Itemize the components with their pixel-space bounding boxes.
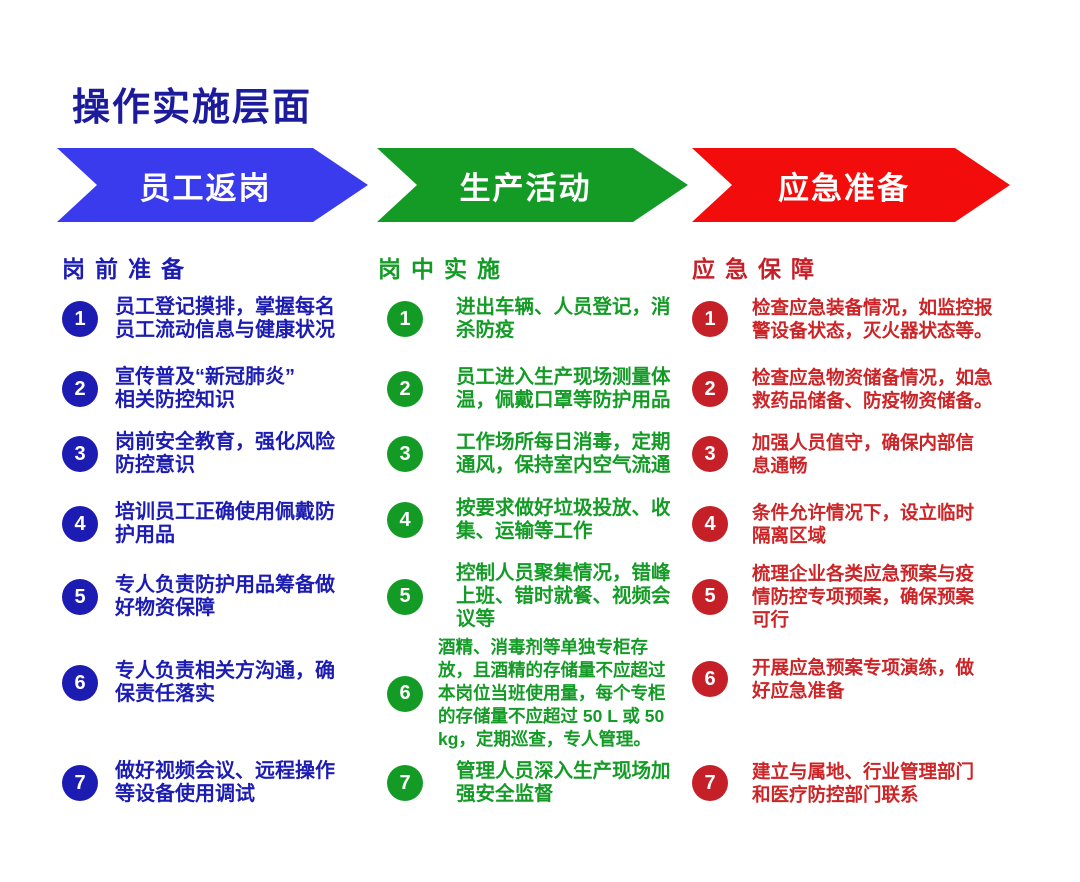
step-text: 岗前安全教育，强化风险 防控意识 [115, 431, 335, 476]
step-text: 工作场所每日消毒，定期 通风，保持室内空气流通 [456, 431, 671, 476]
step-number-badge: 1 [692, 301, 728, 337]
list-item: 2 员工进入生产现场测量体 温，佩戴口罩等防护用品 [387, 366, 696, 412]
step-number-badge: 2 [62, 371, 98, 407]
step-number-badge: 4 [387, 502, 423, 538]
list-item: 7 做好视频会议、远程操作 等设备使用调试 [62, 760, 353, 806]
list-item: 3 加强人员值守，确保内部信 息通畅 [692, 431, 1000, 477]
step-number-badge: 7 [62, 765, 98, 801]
step-text: 开展应急预案专项演练，做 好应急准备 [752, 657, 975, 701]
page-title: 操作实施层面 [72, 87, 313, 129]
list-item: 1 员工登记摸排，掌握每名 员工流动信息与健康状况 [62, 296, 353, 342]
step-text: 培训员工正确使用佩戴防 护用品 [115, 501, 335, 546]
step-text: 员工登记摸排，掌握每名 员工流动信息与健康状况 [115, 296, 335, 341]
step-number-badge: 4 [692, 506, 728, 542]
list-item: 7 建立与属地、行业管理部门 和医疗防控部门联系 [692, 760, 1000, 806]
step-number-badge: 2 [692, 371, 728, 407]
step-number-badge: 1 [62, 301, 98, 337]
step-text: 酒精、消毒剂等单独专柜存 放，且酒精的存储量不应超过 本岗位当班使用量，每个专柜… [438, 637, 666, 749]
step-number-badge: 6 [62, 665, 98, 701]
stage-banner-label: 生产活动 [459, 170, 592, 206]
step-text: 管理人员深入生产现场加 强安全监督 [456, 760, 671, 805]
step-text: 宣传普及“新冠肺炎” 相关防控知识 [115, 366, 295, 411]
step-number-badge: 2 [387, 371, 423, 407]
list-item: 6 酒精、消毒剂等单独专柜存 放，且酒精的存储量不应超过 本岗位当班使用量，每个… [387, 636, 694, 751]
step-text: 加强人员值守，确保内部信 息通畅 [752, 432, 975, 476]
step-number-badge: 4 [62, 506, 98, 542]
column-pre-job-preparation: 岗前准备 1 员工登记摸排，掌握每名 员工流动信息与健康状况 2 宣传普及“新冠… [62, 0, 362, 882]
list-item: 5 控制人员聚集情况，错峰 上班、错时就餐、视频会 议等 [387, 562, 696, 631]
step-number-badge: 5 [692, 578, 728, 615]
column-emergency-support: 应急保障 1 检查应急装备情况，如监控报 警设备状态，灭火器状态等。 2 检查应… [692, 0, 1012, 882]
list-item: 2 检查应急物资储备情况，如急 救药品储备、防疫物资储备。 [692, 366, 1000, 412]
list-item: 3 岗前安全教育，强化风险 防控意识 [62, 431, 353, 477]
column-header: 岗前准备 [62, 256, 194, 282]
list-item: 1 检查应急装备情况，如监控报 警设备状态，灭火器状态等。 [692, 296, 1000, 342]
step-text: 梳理企业各类应急预案与疫 情防控专项预案，确保预案 可行 [752, 563, 975, 630]
step-text: 检查应急物资储备情况，如急 救药品储备、防疫物资储备。 [752, 367, 993, 411]
list-item: 5 专人负责防护用品筹备做 好物资保障 [62, 574, 353, 620]
list-item: 1 进出车辆、人员登记，消 杀防疫 [387, 296, 696, 342]
list-item: 6 专人负责相关方沟通，确 保责任落实 [62, 660, 353, 706]
step-text: 按要求做好垃圾投放、收 集、运输等工作 [456, 497, 671, 542]
column-on-job-implementation: 岗中实施 1 进出车辆、人员登记，消 杀防疫 2 员工进入生产现场测量体 温，佩… [378, 0, 684, 882]
step-number-badge: 3 [387, 436, 423, 472]
list-item: 3 工作场所每日消毒，定期 通风，保持室内空气流通 [387, 431, 696, 477]
column-header: 岗中实施 [378, 256, 510, 282]
step-number-badge: 5 [387, 578, 423, 615]
step-text: 进出车辆、人员登记，消 杀防疫 [456, 296, 671, 341]
step-text: 检查应急装备情况，如监控报 警设备状态，灭火器状态等。 [752, 297, 993, 341]
stage-banner-label: 员工返岗 [139, 170, 272, 206]
list-item: 4 按要求做好垃圾投放、收 集、运输等工作 [387, 497, 696, 543]
step-number-badge: 7 [692, 765, 728, 801]
stage-banner-emergency-preparedness: 应急准备 [692, 148, 1010, 222]
list-item: 5 梳理企业各类应急预案与疫 情防控专项预案，确保预案 可行 [692, 562, 1000, 631]
list-item: 4 条件允许情况下，设立临时 隔离区域 [692, 501, 1000, 547]
step-text: 做好视频会议、远程操作 等设备使用调试 [115, 760, 335, 805]
list-item: 6 开展应急预案专项演练，做 好应急准备 [692, 656, 1000, 702]
column-header: 应急保障 [692, 256, 824, 282]
step-number-badge: 3 [692, 436, 728, 472]
step-text: 专人负责相关方沟通，确 保责任落实 [115, 660, 335, 705]
step-text: 建立与属地、行业管理部门 和医疗防控部门联系 [752, 761, 975, 805]
step-number-badge: 3 [62, 436, 98, 472]
list-item: 4 培训员工正确使用佩戴防 护用品 [62, 501, 353, 547]
step-text: 专人负责防护用品筹备做 好物资保障 [115, 574, 335, 619]
stage-banner-label: 应急准备 [778, 170, 910, 206]
step-number-badge: 7 [387, 765, 423, 801]
stage-banner-production-activity: 生产活动 [377, 148, 688, 222]
step-text: 控制人员聚集情况，错峰 上班、错时就餐、视频会 议等 [456, 562, 671, 630]
list-item: 2 宣传普及“新冠肺炎” 相关防控知识 [62, 366, 353, 412]
step-number-badge: 6 [387, 675, 423, 712]
step-text: 条件允许情况下，设立临时 隔离区域 [752, 502, 975, 546]
list-item: 7 管理人员深入生产现场加 强安全监督 [387, 760, 696, 806]
step-number-badge: 6 [692, 661, 728, 697]
step-number-badge: 1 [387, 301, 423, 337]
step-text: 员工进入生产现场测量体 温，佩戴口罩等防护用品 [456, 366, 671, 411]
step-number-badge: 5 [62, 579, 98, 615]
stage-banner-employee-return: 员工返岗 [57, 148, 368, 222]
